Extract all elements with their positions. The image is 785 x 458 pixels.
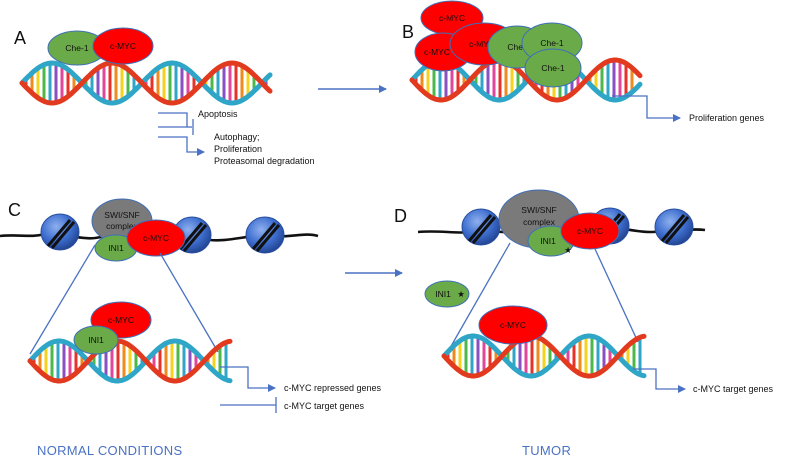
cmyc-label: c-MYC	[108, 315, 134, 325]
mutation-star-icon: ★	[564, 245, 572, 255]
proliferation-genes-label: Proliferation genes	[689, 113, 765, 123]
zoom-line-d-right	[594, 248, 639, 343]
swisnf-label-line1: SWI/SNF	[521, 205, 556, 215]
cmyc-label: c-MYC	[143, 233, 169, 243]
apoptosis-label: Apoptosis	[198, 109, 238, 119]
cmyc-label: c-MYC	[500, 320, 526, 330]
cmyc-label: c-MYC	[577, 226, 603, 236]
repression-arrow-c	[220, 397, 277, 413]
normal-conditions-label: NORMAL CONDITIONS	[37, 443, 182, 458]
cmyc-label: c-MYC	[469, 39, 495, 49]
ini1-protein-c-dna: INI1	[73, 325, 119, 355]
cmyc-protein-d-top: c-MYC	[560, 212, 620, 250]
panel-label-a: A	[14, 28, 26, 48]
panel-label-d: D	[394, 206, 407, 226]
cmyc-label: c-MYC	[439, 13, 465, 23]
cmyc-protein-c-top: c-MYC	[126, 219, 186, 257]
cmyc-label: c-MYC	[110, 41, 136, 51]
che1-label: Che-1	[541, 63, 564, 73]
activation-arrow-a	[158, 136, 205, 156]
cmyc-target-genes-label-c: c-MYC target genes	[284, 401, 365, 411]
ini1-label: INI1	[88, 335, 104, 345]
swisnf-label-line1: SWI/SNF	[104, 210, 139, 220]
swisnf-label-line2: complex	[523, 217, 555, 227]
che1-label: Che-1	[507, 42, 530, 52]
outcome-a-line1: Autophagy;	[214, 132, 260, 142]
zoom-line-c-left	[29, 244, 96, 355]
cmyc-repressed-genes-label: c-MYC repressed genes	[284, 383, 382, 393]
tumor-label: TUMOR	[522, 443, 571, 458]
activation-arrow-d	[633, 368, 686, 393]
ini1-label: INI1	[108, 243, 124, 253]
cmyc-protein-d-dna: c-MYC	[478, 305, 548, 345]
dna-helix-d	[441, 333, 647, 379]
swisnf-label-line2: complex	[106, 221, 138, 231]
activation-arrow-c	[220, 366, 276, 392]
nucleosome-d1	[461, 208, 501, 246]
ini1-protein-d-free: INI1 ★	[424, 280, 470, 308]
nucleosome-c3	[245, 216, 285, 254]
activation-arrow-b	[612, 95, 681, 122]
che1-label: Che-1	[540, 38, 563, 48]
cmyc-target-genes-label-d: c-MYC target genes	[693, 384, 774, 394]
nucleosome-d3	[654, 208, 694, 246]
zoom-line-d-left	[449, 242, 511, 349]
dna-helix-a	[19, 60, 273, 106]
nucleosome-c1	[40, 213, 80, 251]
cmyc-protein-a: c-MYC	[92, 27, 154, 65]
zoom-line-c-right	[159, 252, 219, 353]
ini1-label: INI1	[435, 289, 451, 299]
outcome-a-line2: Proliferation	[214, 144, 262, 154]
panel-label-c: C	[8, 200, 21, 220]
ini1-label: INI1	[540, 236, 556, 246]
mutation-star-icon: ★	[457, 289, 465, 299]
outcome-a-line3: Proteasomal degradation	[214, 156, 315, 166]
panel-label-b: B	[402, 22, 414, 42]
che1-label: Che-1	[65, 43, 88, 53]
cmyc-label: c-MYC	[424, 47, 450, 57]
che1-protein-b3: Che-1	[524, 48, 582, 88]
dna-helix-c	[27, 338, 233, 384]
repression-arrow-a	[158, 112, 194, 135]
